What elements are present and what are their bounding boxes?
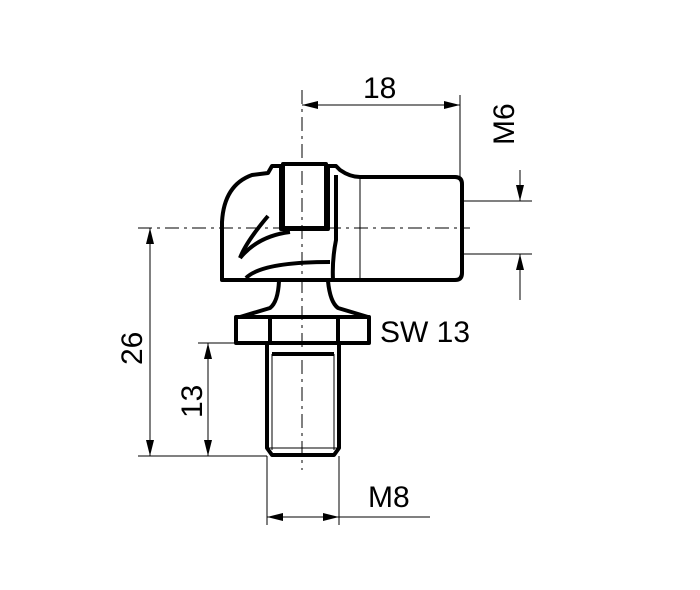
dimension-m8: M8 [266, 456, 430, 525]
dimension-18-label: 18 [363, 72, 396, 105]
dimension-m6-label: M6 [488, 103, 521, 145]
socket-body [220, 162, 464, 282]
dimension-18: 18 [302, 72, 461, 177]
neck [239, 280, 369, 319]
dimension-26: 26 [116, 228, 267, 457]
threaded-stud [265, 343, 341, 457]
dimension-13: 13 [176, 342, 236, 456]
dimension-m6: M6 [462, 103, 532, 300]
wrench-size-label: SW 13 [380, 316, 470, 349]
dimension-m8-label: M8 [368, 481, 410, 514]
dimension-26-label: 26 [116, 332, 149, 365]
dimension-13-label: 13 [176, 385, 209, 418]
